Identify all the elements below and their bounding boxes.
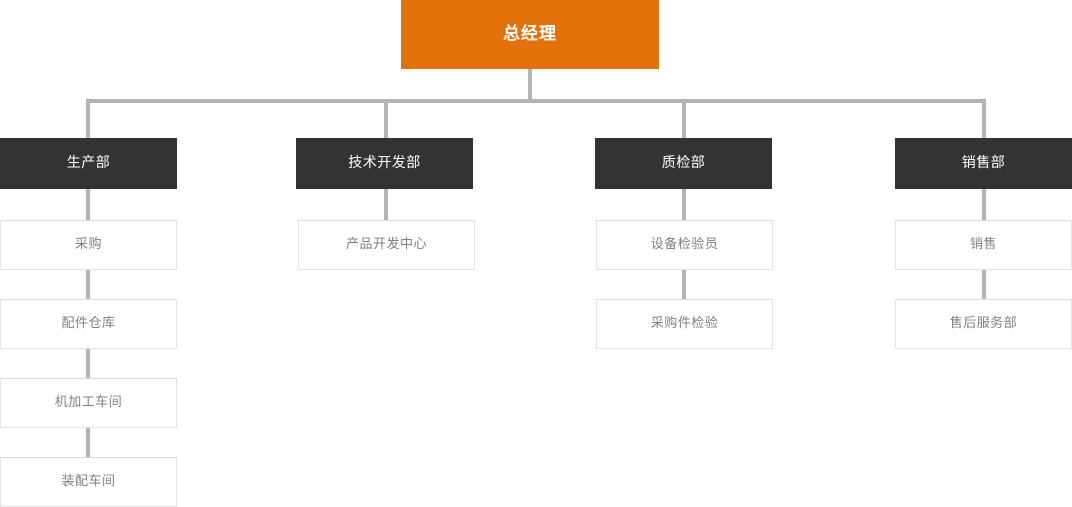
node-department-production[interactable]: 生产部 xyxy=(0,138,177,189)
node-procurement[interactable]: 采购 xyxy=(0,220,177,270)
connector-col1-seg4 xyxy=(86,425,90,459)
node-after-sales-service[interactable]: 售后服务部 xyxy=(895,299,1072,349)
node-purchased-parts-inspection[interactable]: 采购件检验 xyxy=(596,299,773,349)
connector-col1-seg1 xyxy=(86,188,90,222)
connector-bus-to-dept-1 xyxy=(86,99,90,139)
connector-col1-seg3 xyxy=(86,346,90,380)
connector-col1-seg2 xyxy=(86,267,90,301)
node-department-sales[interactable]: 销售部 xyxy=(895,138,1072,189)
connector-col4-seg2 xyxy=(982,267,986,301)
connector-col3-seg1 xyxy=(682,188,686,222)
connector-bus-to-dept-2 xyxy=(384,99,388,139)
node-parts-warehouse[interactable]: 配件仓库 xyxy=(0,299,177,349)
connector-col4-seg1 xyxy=(982,188,986,222)
node-assembly-workshop[interactable]: 装配车间 xyxy=(0,457,177,507)
connector-bus-to-dept-4 xyxy=(982,99,986,139)
node-department-tech-development[interactable]: 技术开发部 xyxy=(296,138,473,189)
node-equipment-inspector[interactable]: 设备检验员 xyxy=(596,220,773,270)
connector-bus-to-dept-3 xyxy=(682,99,686,139)
connector-root-stem xyxy=(528,69,532,103)
node-machining-workshop[interactable]: 机加工车间 xyxy=(0,378,177,428)
node-product-development-center[interactable]: 产品开发中心 xyxy=(298,220,475,270)
connector-horizontal-bus xyxy=(86,99,986,103)
connector-col2-seg1 xyxy=(384,188,388,222)
node-general-manager[interactable]: 总经理 xyxy=(401,0,659,69)
node-department-quality-inspection[interactable]: 质检部 xyxy=(595,138,772,189)
node-sales[interactable]: 销售 xyxy=(895,220,1072,270)
connector-col3-seg2 xyxy=(682,267,686,301)
